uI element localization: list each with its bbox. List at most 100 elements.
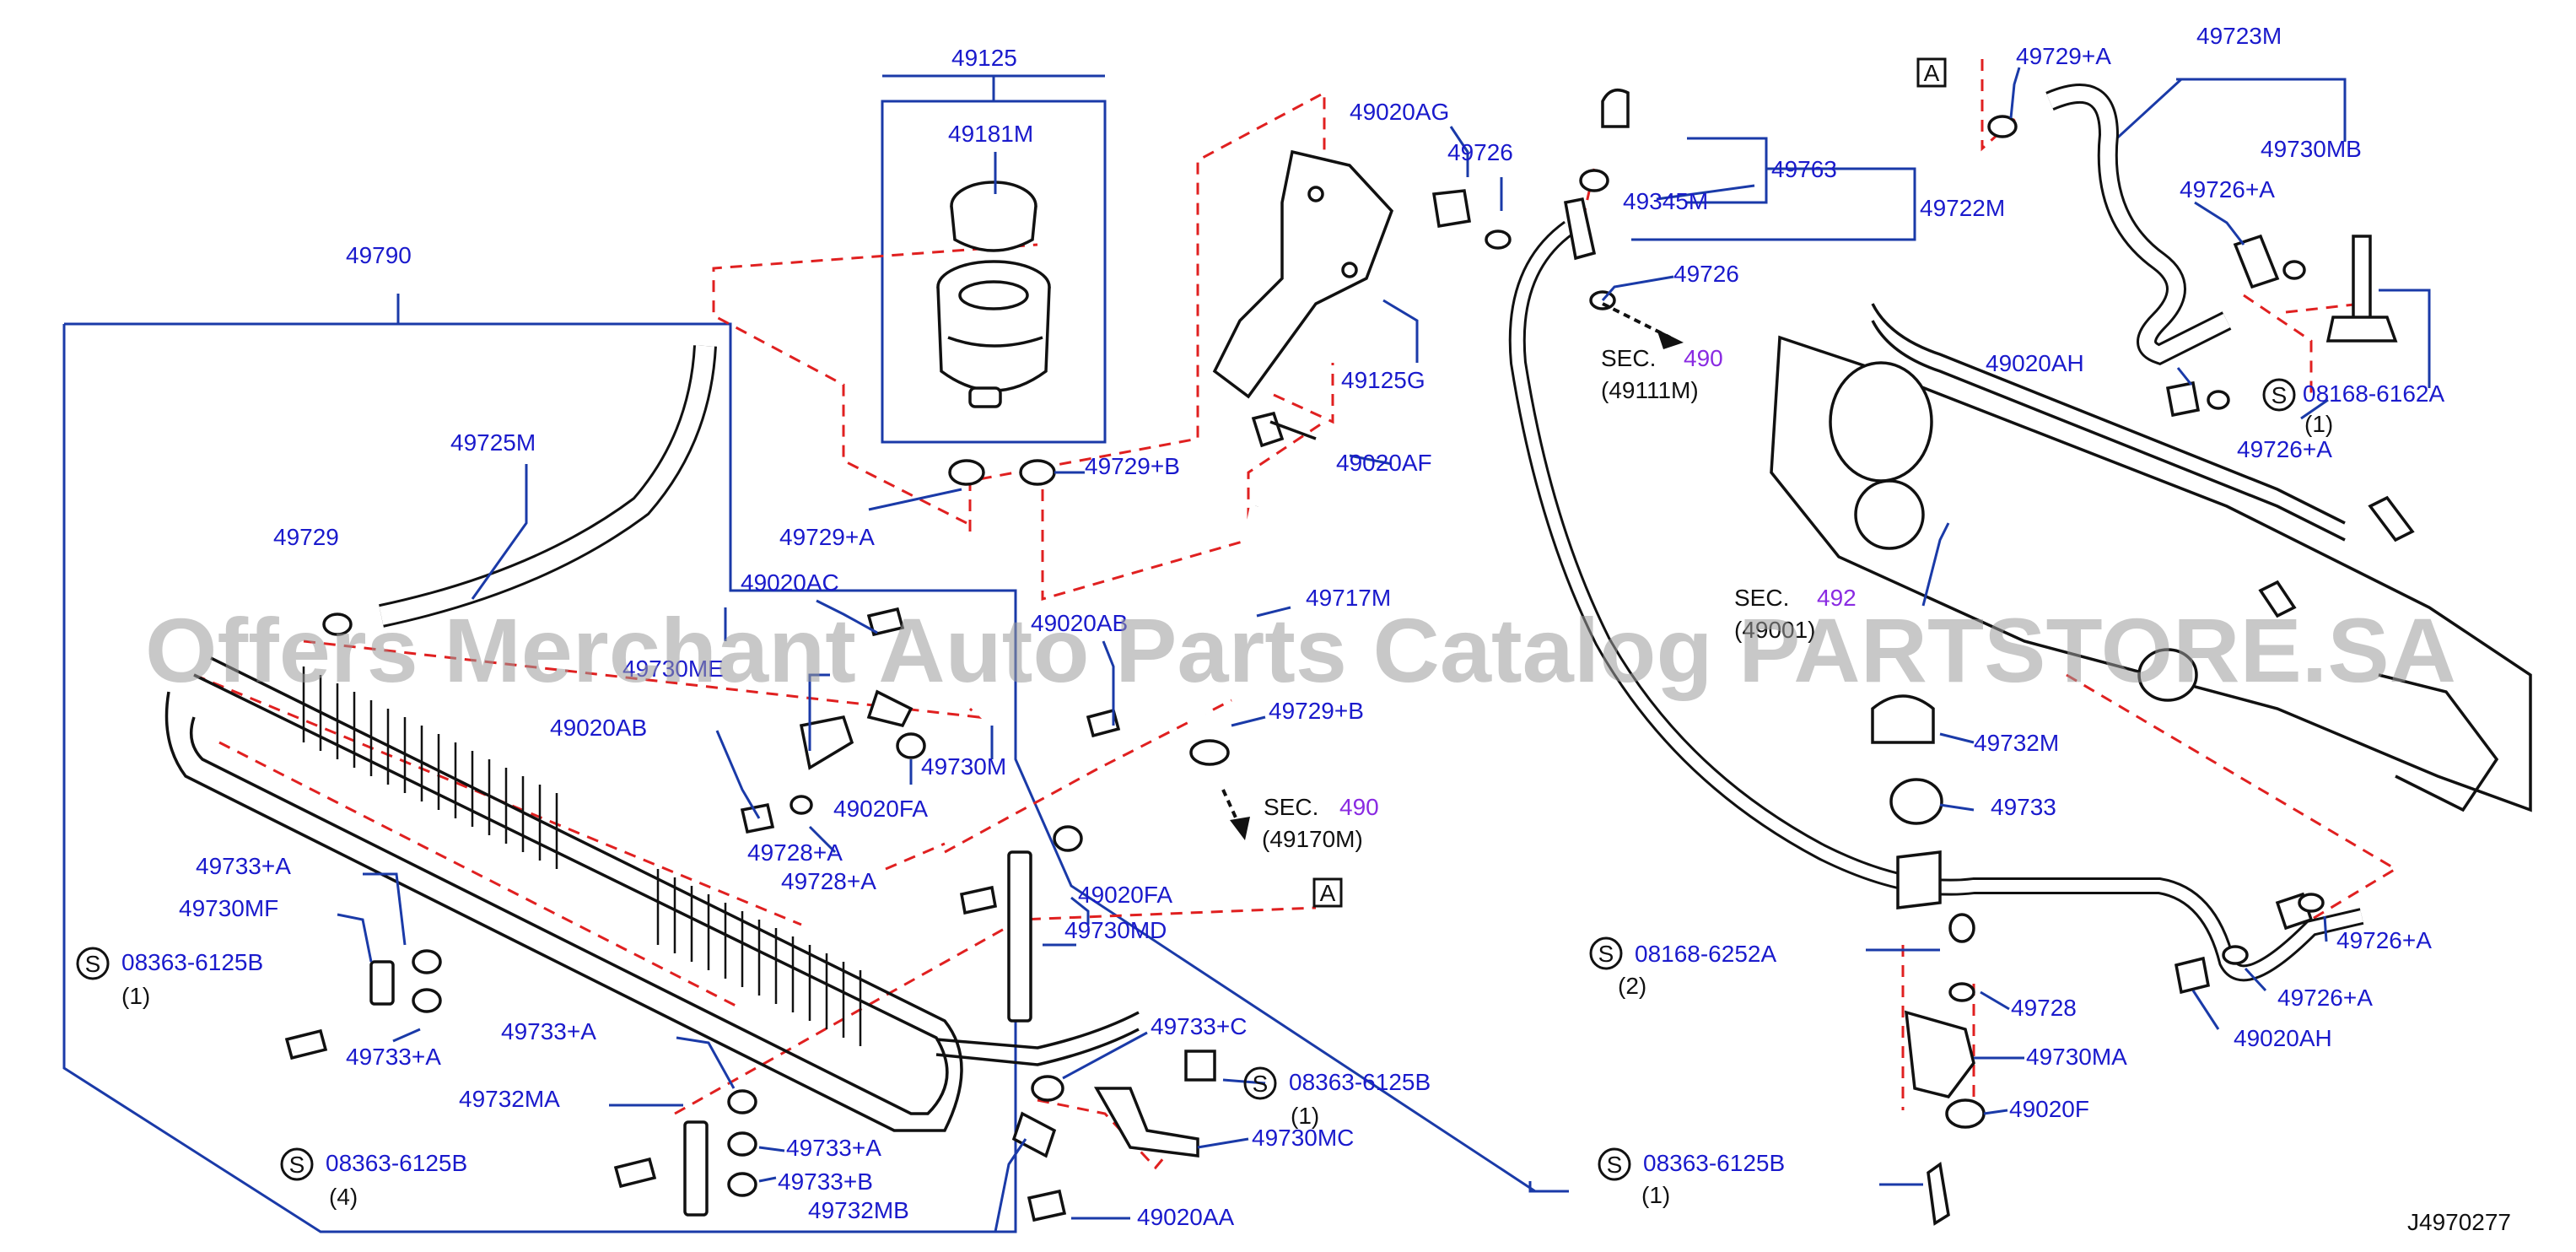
group-parts	[164, 84, 2532, 1226]
clamps-left-drawing	[284, 949, 442, 1060]
callout-49733A-1: 49733+A	[196, 853, 291, 879]
clamp-49729-drawing	[322, 613, 353, 636]
lower-right-bracket-drawing	[1871, 694, 2325, 1226]
callout-49725M: 49725M	[450, 429, 536, 456]
callout-49020AH-b: 49020AH	[2234, 1025, 2332, 1051]
cooler-frame-corner	[1528, 1181, 1569, 1193]
callout-08363-4-qty: (4)	[329, 1184, 358, 1210]
callout-49732M: 49732M	[1974, 730, 2059, 756]
group-dashed-guides	[193, 59, 2398, 1170]
watermark-text: Offers Merchant Auto Parts Catalog PARTS…	[145, 599, 2456, 701]
callout-49729B-top: 49729+B	[1085, 453, 1180, 479]
ref-a-box-left	[1312, 877, 1343, 908]
sec-490a-num: 490	[1339, 794, 1379, 820]
cooler-frame	[62, 322, 1536, 1233]
callout-49729B-mid: 49729+B	[1269, 698, 1364, 724]
callout-49732MA: 49732MA	[459, 1086, 560, 1112]
s-marker-5-text: S	[1607, 1152, 1623, 1178]
hose-49717M-inner	[1192, 505, 1264, 745]
s-marker-4	[1589, 936, 1623, 970]
sec-490-arrowhead	[1230, 817, 1250, 840]
callout-49020AG: 49020AG	[1350, 99, 1449, 125]
callout-49726A-b1: 49726+A	[2336, 927, 2432, 953]
s-marker-2	[280, 1147, 314, 1181]
guide-cooler-top	[303, 639, 983, 719]
s-marker-3-text: S	[1253, 1071, 1269, 1097]
clamps-reservoir-drawing	[948, 459, 1056, 486]
callout-49728A-2: 49728+A	[781, 868, 876, 894]
s-marker-3	[1243, 1066, 1277, 1100]
callout-49729: 49729	[273, 524, 339, 550]
callout-49730MD: 49730MD	[1064, 917, 1167, 943]
callout-49729A-top: 49729+A	[779, 524, 875, 550]
guide-ref-a-right	[1981, 59, 2018, 152]
s-marker-6	[2262, 378, 2296, 412]
callout-08168-6162-qty: (1)	[2304, 411, 2333, 437]
callout-49723M: 49723M	[2196, 23, 2282, 49]
guide-49020AF	[1273, 363, 1334, 424]
callout-08363-4: 08363-6125B	[326, 1150, 467, 1176]
pressure-line-drawing	[1431, 88, 2364, 982]
sec-490a-sub: (49170M)	[1262, 826, 1363, 852]
sec-490a-label: SEC.	[1264, 794, 1318, 820]
sec-490b-sub: (49111M)	[1601, 377, 1699, 403]
callout-49733A-2: 49733+A	[346, 1044, 441, 1070]
callout-49020AF: 49020AF	[1336, 450, 1432, 476]
group-frames	[62, 74, 2347, 1233]
callout-49730ME: 49730ME	[622, 656, 724, 682]
sec-492-label: SEC.	[1734, 585, 1789, 611]
s-marker-1	[76, 947, 110, 980]
reservoir-cap-drawing	[950, 181, 1037, 252]
guide-clamp-row	[885, 699, 1232, 871]
callout-08168-6162: 08168-6162A	[2303, 380, 2444, 407]
diagram-id: J4970277	[2407, 1209, 2511, 1235]
sec-490b-label: SEC.	[1601, 345, 1656, 371]
callout-49125: 49125	[951, 45, 1017, 71]
hose-49723M-outer	[2045, 84, 2232, 365]
callout-49733A-4: 49733+A	[786, 1135, 881, 1161]
clamp-49729B-mid-drawing	[1189, 739, 1230, 766]
callout-49733B: 49733+B	[778, 1168, 873, 1195]
callout-49730M: 49730M	[921, 753, 1006, 780]
callout-49729A-right: 49729+A	[2016, 43, 2111, 69]
callout-49726-top: 49726	[1447, 139, 1513, 165]
clamps-mid-drawing	[740, 607, 1216, 1222]
group-callouts: 49125 49181M 49790 49725M 49729 49729+A …	[121, 23, 2444, 1230]
s-marker-2-text: S	[289, 1152, 305, 1178]
callout-49730MC: 49730MC	[1252, 1125, 1354, 1151]
sec-490b-num: 490	[1684, 345, 1723, 371]
callout-08168-6252-qty: (2)	[1618, 973, 1646, 999]
callout-49020FA-1: 49020FA	[833, 796, 928, 822]
parts-49723M-fittings-drawing	[1987, 115, 2398, 418]
reservoir-body-drawing	[936, 260, 1051, 408]
callout-08363-mid: 08363-6125B	[1289, 1069, 1431, 1095]
reservoir-frame-bracket	[882, 74, 1105, 101]
sec-492-num: 492	[1817, 585, 1857, 611]
callout-49733A-3: 49733+A	[501, 1018, 596, 1044]
callout-08363-mid-qty: (1)	[1291, 1103, 1319, 1129]
callout-08168-6252: 08168-6252A	[1635, 941, 1776, 967]
callout-49020AH-r: 49020AH	[1986, 350, 2084, 376]
callout-49728: 49728	[2011, 995, 2077, 1021]
hose-49725M-inner	[379, 345, 714, 625]
s-marker-6-text: S	[2272, 382, 2288, 408]
callout-49730MF: 49730MF	[179, 895, 278, 921]
callout-49763: 49763	[1771, 156, 1837, 182]
callout-49726A-r2: 49726+A	[2237, 436, 2332, 462]
callout-49020AA: 49020AA	[1137, 1204, 1235, 1230]
callout-49730MB: 49730MB	[2261, 136, 2362, 162]
guide-reservoir-left	[712, 243, 1038, 525]
callout-49726A-r1: 49726+A	[2180, 176, 2275, 202]
callout-49345M: 49345M	[1623, 188, 1708, 214]
ref-a-box-right	[1916, 57, 1947, 88]
group-sections: SEC. 490 (49170M) SEC. 490 (49111M) SEC.…	[1262, 345, 1857, 852]
callout-49726A-b2: 49726+A	[2277, 985, 2373, 1011]
s-marker-1-text: S	[85, 951, 101, 977]
callout-49790: 49790	[346, 242, 412, 268]
steering-rack-drawing	[1770, 303, 2532, 812]
callout-49733: 49733	[1991, 794, 2056, 820]
callout-08363-1: 08363-6125B	[121, 949, 263, 975]
callout-49020AB-mid: 49020AB	[1031, 610, 1128, 636]
callout-08363-br: 08363-6125B	[1643, 1150, 1785, 1176]
